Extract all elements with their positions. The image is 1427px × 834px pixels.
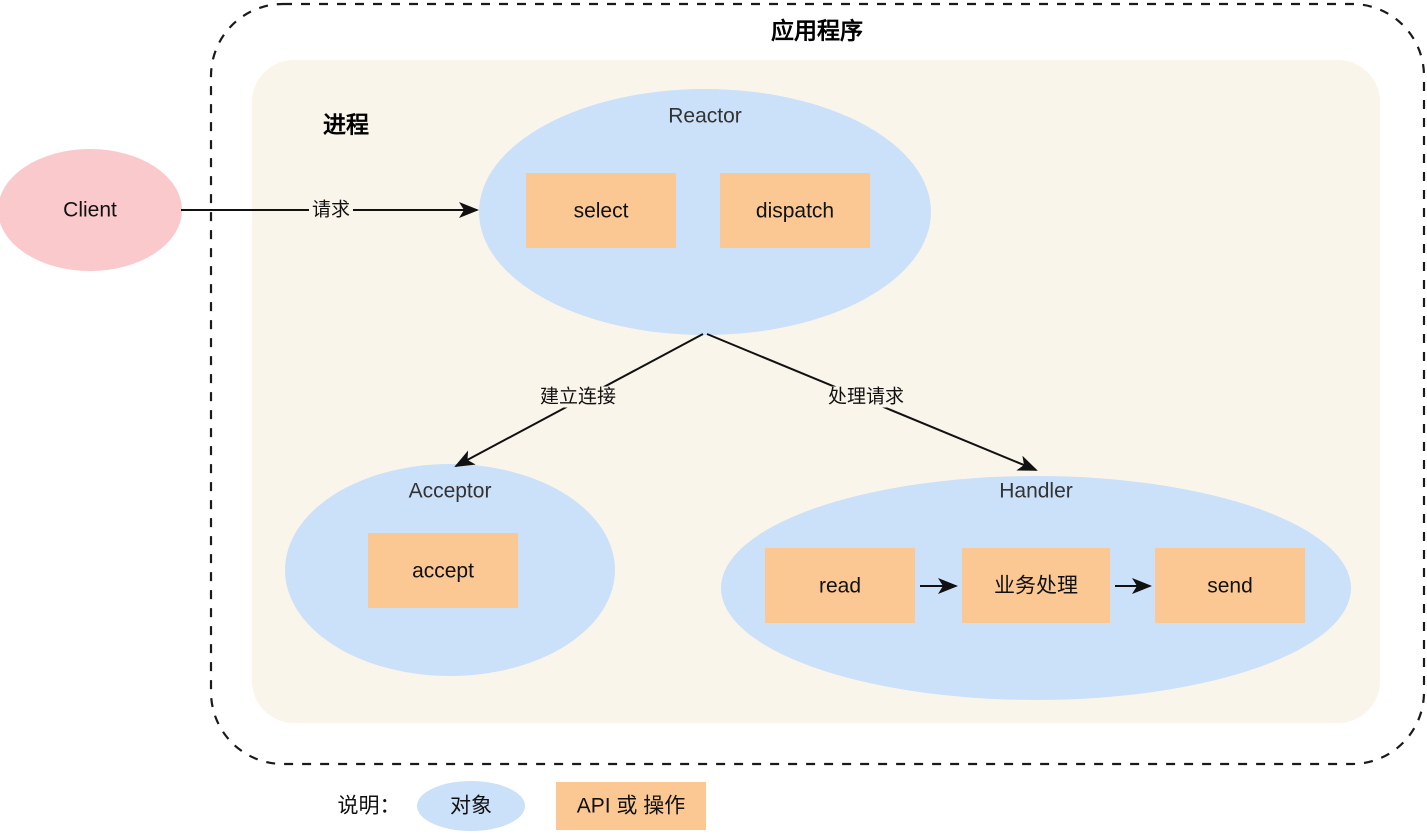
op-box-select[interactable] [526, 173, 676, 248]
op-box-dispatch[interactable] [720, 173, 870, 248]
op-label-send: send [1207, 574, 1253, 598]
edge-label-establish-connection: 建立连接 [536, 386, 620, 408]
op-label-dispatch: dispatch [755, 199, 835, 223]
op-label-business: 业务处理 [994, 574, 1078, 598]
op-box-accept[interactable] [368, 533, 518, 608]
reactor-title: Reactor [668, 104, 742, 128]
legend-api-box [556, 782, 706, 830]
legend-object-label: 对象 [450, 794, 492, 818]
page-title: 应用程序 [771, 17, 863, 44]
acceptor-title: Acceptor [408, 479, 492, 503]
op-box-send[interactable] [1155, 548, 1305, 623]
client-ellipse[interactable] [0, 149, 182, 271]
edge-label-handle-request: 处理请求 [824, 386, 908, 408]
handler-title: Handler [999, 479, 1073, 503]
op-box-business[interactable] [962, 548, 1110, 623]
reactor-ellipse[interactable] [479, 89, 931, 335]
op-label-select: select [573, 199, 629, 223]
legend-caption: 说明： [337, 794, 401, 818]
legend-api-label: API 或 操作 [576, 794, 686, 818]
op-label-read: read [818, 574, 862, 598]
client-label: Client [63, 198, 117, 222]
op-label-accept: accept [412, 559, 474, 583]
op-box-read[interactable] [765, 548, 915, 623]
edge-label-request: 请求 [308, 199, 354, 221]
process-title: 进程 [323, 111, 369, 138]
legend-object-ellipse [417, 781, 525, 831]
